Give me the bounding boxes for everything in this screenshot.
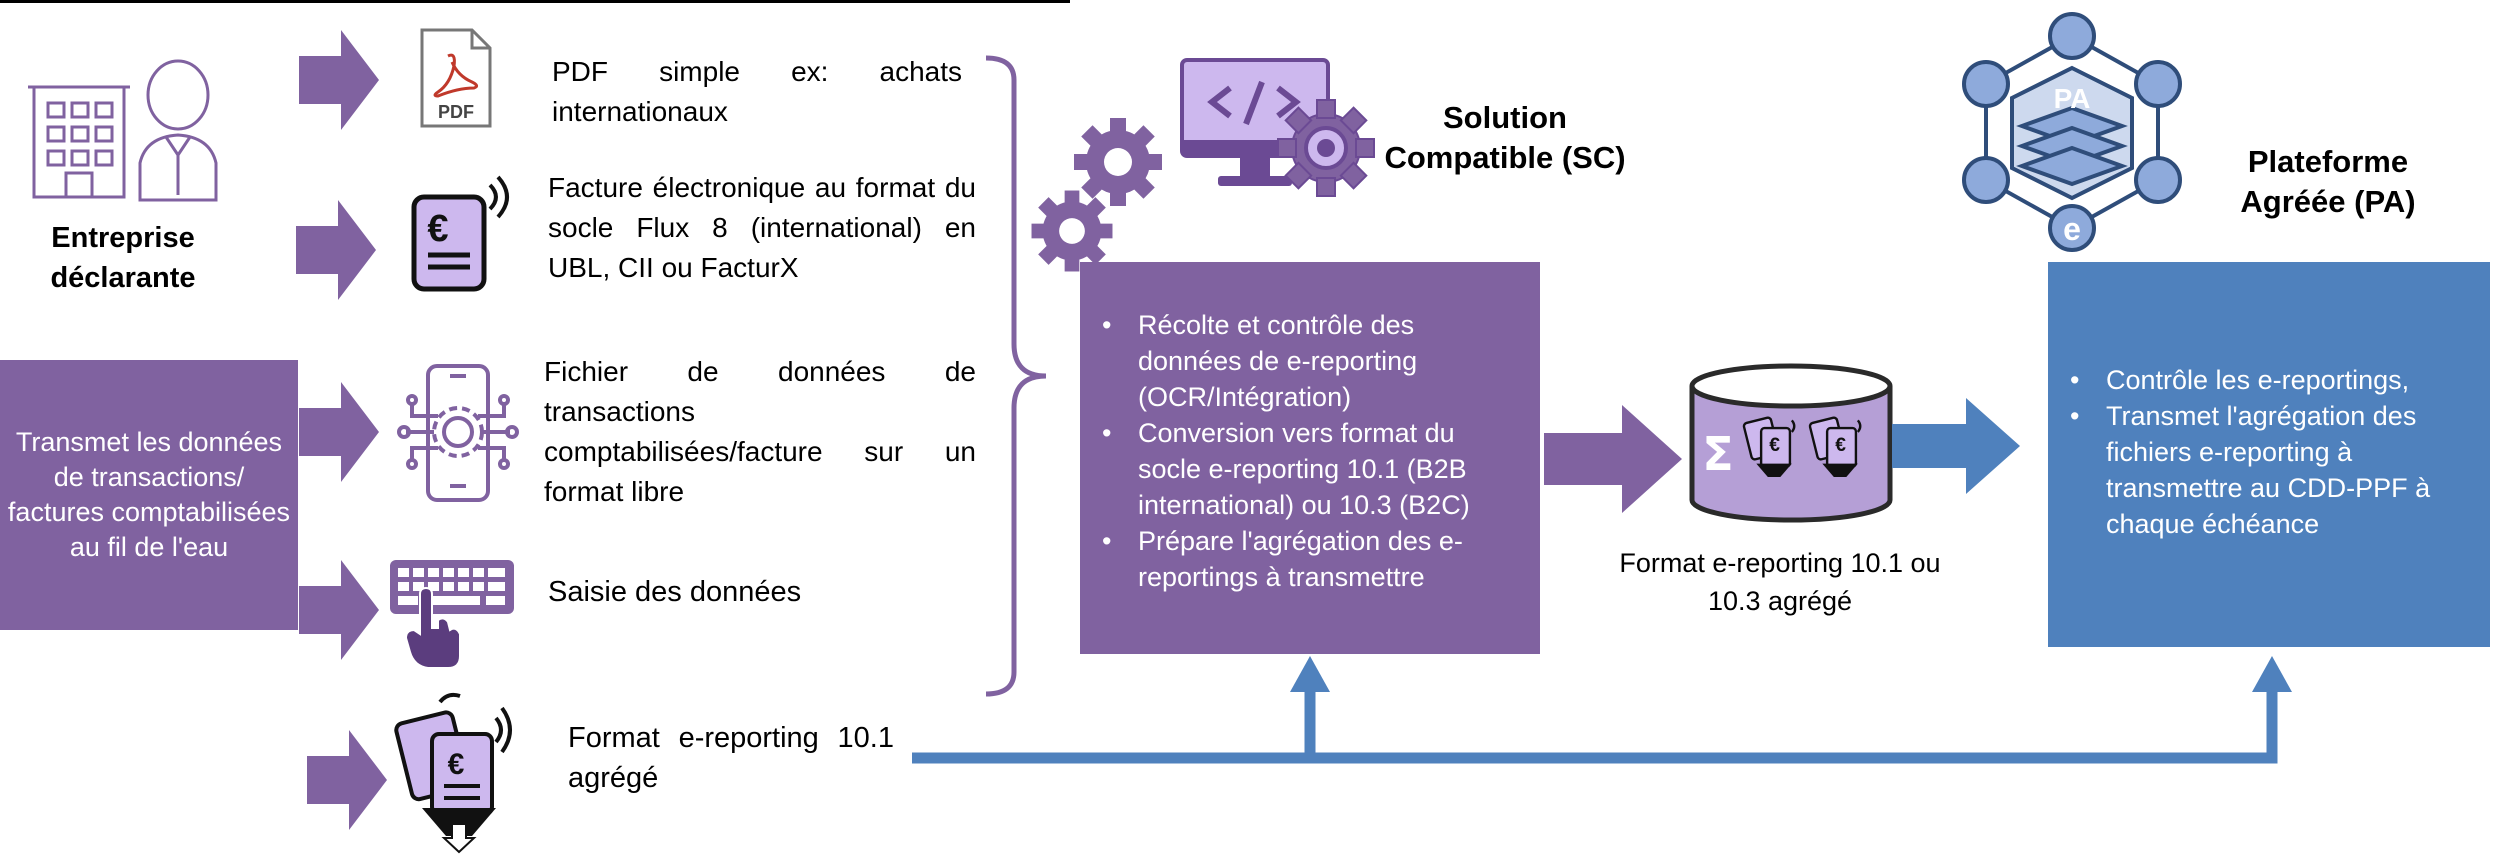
aggregated-invoices-icon: € xyxy=(394,692,512,854)
platform-hub-e-label: e xyxy=(2063,211,2081,247)
platform-title: Plateforme Agréée (PA) xyxy=(2240,144,2416,219)
solution-title: Solution Compatible (SC) xyxy=(1384,100,1626,175)
platform-bullets: Contrôle les e-reportings, Transmet l'ag… xyxy=(2048,362,2466,542)
database-euro-2: € xyxy=(1835,435,1846,456)
arrow-database-to-platform xyxy=(1892,398,2020,494)
platform-hub-icon: PA e xyxy=(1962,12,2182,252)
computer-code-icon xyxy=(1180,58,1375,197)
transmit-box: Transmet les données de transactions/ fa… xyxy=(0,360,298,630)
aggregated-invoices-icon-label: € xyxy=(448,748,465,781)
input-arrow-1 xyxy=(299,30,379,130)
platform-bullet-1: Contrôle les e-reportings, xyxy=(2070,362,2466,398)
database-caption: Format e-reporting 10.1 ou 10.3 agrégé xyxy=(1619,548,1941,616)
company-building-person-icon xyxy=(28,59,218,202)
company-label: Entreprise déclarante xyxy=(50,222,196,294)
gear-small-icon xyxy=(1031,190,1113,272)
solution-box: Récolte et contrôle des données de e-rep… xyxy=(1080,262,1540,654)
inputs-bracket xyxy=(985,55,1047,697)
phone-settings-icon xyxy=(397,364,519,502)
platform-bullet-2: Transmet l'agrégation des fichiers e-rep… xyxy=(2070,398,2466,542)
solution-bullet-1: Récolte et contrôle des données de e-rep… xyxy=(1102,307,1516,415)
arrow-solution-to-database xyxy=(1544,405,1682,513)
input-text-euro-invoice: Facture électronique au format du socle … xyxy=(548,172,976,283)
euro-invoice-icon: € xyxy=(411,175,509,292)
pdf-icon: PDF xyxy=(420,28,492,128)
aggregated-database-icon: Σ € € xyxy=(1689,363,1893,523)
keyboard-icon xyxy=(390,560,514,669)
database-euro-1: € xyxy=(1769,435,1780,456)
platform-box: Contrôle les e-reportings, Transmet l'ag… xyxy=(2048,262,2490,647)
input-arrow-5 xyxy=(307,730,387,830)
input-text-free-format: Fichier de données de transactions compt… xyxy=(544,356,976,507)
transmit-text: Transmet les données de transactions/ fa… xyxy=(7,427,291,562)
solution-bullets: Récolte et contrôle des données de e-rep… xyxy=(1080,307,1516,595)
euro-invoice-icon-label: € xyxy=(427,208,448,250)
gear-large-icon xyxy=(1074,118,1162,206)
solution-bullet-3: Prépare l'agrégation des e-reportings à … xyxy=(1102,523,1516,595)
solution-bullet-2: Conversion vers format du socle e-report… xyxy=(1102,415,1516,523)
input-text-pdf: PDF simple ex: achats internationaux xyxy=(552,56,962,127)
top-rule xyxy=(0,0,1070,3)
platform-hub-label: PA xyxy=(2054,83,2091,114)
input-arrow-3 xyxy=(299,382,379,482)
database-sigma: Σ xyxy=(1702,427,1733,481)
input-arrow-4 xyxy=(299,560,379,660)
pdf-icon-label: PDF xyxy=(438,102,474,122)
input-arrow-2 xyxy=(296,200,376,300)
input-text-aggregated: Format e-reporting 10.1 agrégé xyxy=(568,722,894,794)
input-text-manual-entry: Saisie des données xyxy=(548,576,802,608)
